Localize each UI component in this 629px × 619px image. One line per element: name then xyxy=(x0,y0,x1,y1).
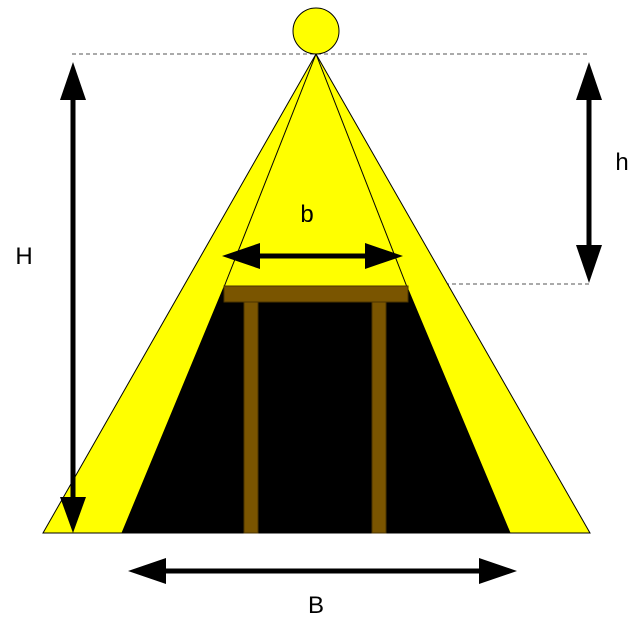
label-H: H xyxy=(15,243,32,270)
table-left-leg xyxy=(243,301,259,534)
table-top xyxy=(223,285,409,303)
label-b: b xyxy=(300,201,313,228)
table-right-leg xyxy=(371,301,387,534)
width-b-arrow xyxy=(222,243,403,269)
left-inner-ray xyxy=(223,53,317,288)
light-source xyxy=(292,7,340,55)
label-h: h xyxy=(615,149,628,176)
label-B: B xyxy=(308,592,324,619)
height-h-arrow xyxy=(576,62,602,283)
right-inner-ray xyxy=(315,53,408,288)
height-H-arrow xyxy=(60,62,86,533)
width-B-arrow xyxy=(128,558,517,584)
